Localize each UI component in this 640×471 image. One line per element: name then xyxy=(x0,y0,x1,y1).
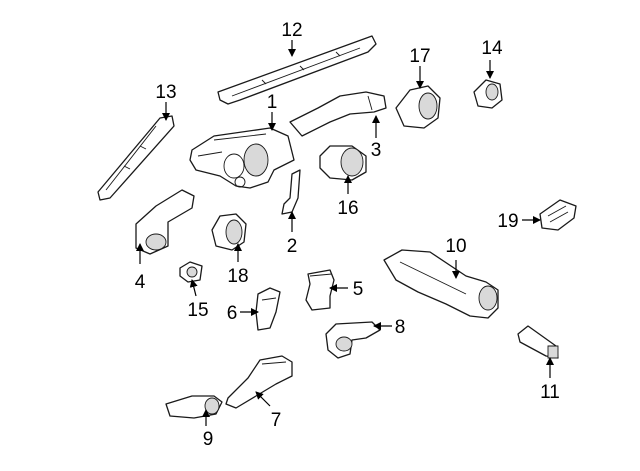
callout-18: 18 xyxy=(227,266,248,287)
part-4-duct-elbow xyxy=(135,189,195,255)
part-8-elbow-duct xyxy=(325,321,381,359)
part-1-center-housing xyxy=(189,127,295,189)
callout-16: 16 xyxy=(337,198,358,219)
part-3-upper-duct xyxy=(289,91,387,137)
callout-7: 7 xyxy=(271,410,282,431)
part-14-small-vent xyxy=(473,79,503,109)
callout-8: 8 xyxy=(395,317,406,338)
callout-12: 12 xyxy=(281,20,302,41)
part-2-bracket xyxy=(281,169,301,215)
part-17-round-vent xyxy=(395,85,441,129)
part-12-dash-duct xyxy=(217,35,377,105)
callout-4: 4 xyxy=(135,272,146,293)
part-15-small-vent xyxy=(179,261,203,283)
callout-1: 1 xyxy=(267,92,278,113)
part-18-round-vent xyxy=(211,213,247,251)
callout-15: 15 xyxy=(187,300,208,321)
callout-6: 6 xyxy=(227,303,238,324)
callout-13: 13 xyxy=(155,82,176,103)
part-7-floor-duct xyxy=(225,355,293,409)
callout-2: 2 xyxy=(287,236,298,257)
part-10-large-duct xyxy=(383,249,499,319)
callout-3: 3 xyxy=(371,140,382,161)
callout-19: 19 xyxy=(497,211,518,232)
callout-11: 11 xyxy=(540,382,560,403)
callout-5: 5 xyxy=(353,279,364,300)
part-5-duct-section xyxy=(305,269,335,311)
part-19-vent xyxy=(539,199,577,231)
callout-17: 17 xyxy=(409,46,430,67)
leader-lines xyxy=(136,40,554,426)
part-13-side-duct xyxy=(97,115,175,201)
part-9-rear-duct xyxy=(165,395,223,419)
part-16-round-outlet xyxy=(319,145,367,181)
part-11-bracket xyxy=(517,325,559,359)
part-6-vertical-duct xyxy=(255,287,281,331)
callout-14: 14 xyxy=(481,38,503,59)
callout-9: 9 xyxy=(203,429,214,450)
callout-10: 10 xyxy=(445,236,466,257)
callout-labels: 1 2 3 4 5 6 7 8 9 10 11 12 13 14 15 16 1… xyxy=(135,20,560,450)
